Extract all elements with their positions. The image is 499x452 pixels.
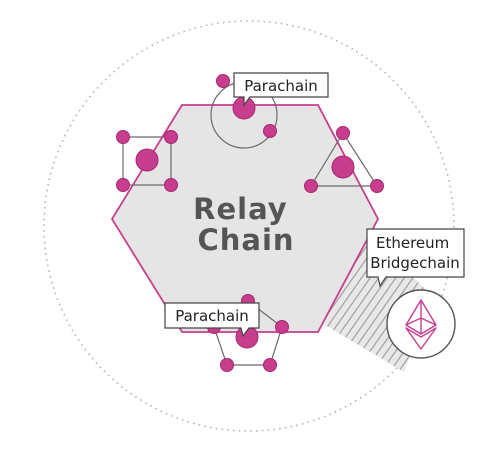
parachain-orbit-dot: [216, 74, 230, 88]
square-core-dot: [135, 148, 159, 172]
callout-bridgechain-line2: Bridgechain: [370, 254, 460, 272]
square-corner-dot: [116, 130, 130, 144]
triangle-corner-dot: [370, 179, 384, 193]
callout-parachain-bottom: Parachain: [164, 302, 260, 338]
callout-parachain-top: Parachain: [233, 72, 329, 107]
callout-parachain-bottom-label: Parachain: [175, 307, 249, 325]
triangle-corner-dot: [304, 179, 318, 193]
ethereum-diamond-icon: [405, 299, 437, 350]
callout-parachain-top-label: Parachain: [244, 77, 318, 95]
parachain-orbit-dot: [263, 124, 277, 138]
parachain-right-node: [304, 126, 384, 193]
callout-box: [233, 72, 329, 107]
pentagon-corner-dot: [275, 320, 289, 334]
callout-bridgechain-label: Ethereum Bridgechain: [370, 234, 460, 272]
square-corner-dot: [164, 130, 178, 144]
square-corner-dot: [116, 178, 130, 192]
triangle-corner-dot: [336, 126, 350, 140]
triangle-core-dot: [331, 155, 355, 179]
ethereum-bridge-node: [386, 289, 456, 359]
relay-chain-hexagon: [110, 104, 380, 333]
pentagon-corner-dot: [263, 358, 277, 372]
relay-chain-title: Relay Chain: [193, 192, 299, 257]
relay-chain-title-line2: Chain: [197, 223, 294, 257]
pentagon-corner-dot: [220, 358, 234, 372]
parachain-left-node: [116, 130, 178, 192]
callout-bridgechain-line1: Ethereum: [376, 234, 449, 252]
outer-dotted-ring: [43, 20, 455, 432]
relay-chain-title-line1: Relay: [193, 192, 288, 226]
callout-box: [366, 228, 465, 288]
callout-ethereum-bridgechain: Ethereum Bridgechain: [366, 228, 465, 288]
triangle-outline: [309, 131, 379, 187]
square-corner-dot: [164, 178, 178, 192]
callout-box: [164, 302, 260, 338]
